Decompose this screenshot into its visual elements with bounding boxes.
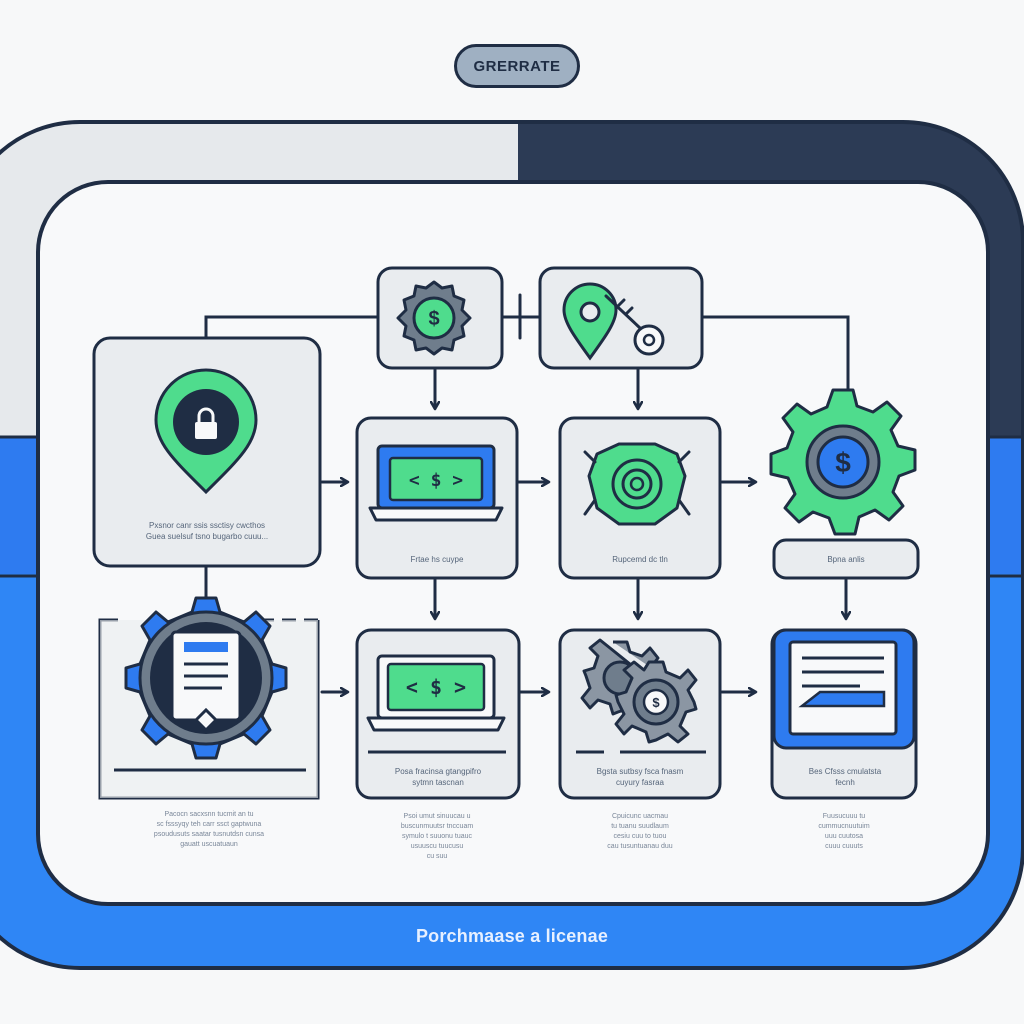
big-dollar-gear-caption: Bpna anlis <box>827 555 865 564</box>
step-location-key[interactable] <box>538 266 704 370</box>
license-document-icon <box>772 628 916 750</box>
connectors <box>206 293 848 692</box>
footer-title: Porchmaase a licenae <box>415 926 609 946</box>
document-gear-icon <box>124 596 288 760</box>
laptop-payment-2-caption: Posa fracinsa gtangpifro sytmn tascnan <box>394 767 482 787</box>
big-dollar-gear-label-box <box>772 538 920 580</box>
location-lock-caption: Pxsnor canr ssis ssctisy cwcthos Guea su… <box>145 521 269 541</box>
license-doc-caption: Bes Cfsss cmulatsta fecnh <box>808 767 882 787</box>
dollar-gear-icon: $ <box>396 280 472 356</box>
generate-button[interactable]: GRERRATE <box>454 44 580 88</box>
gears-icon: $ <box>580 638 698 744</box>
outer-frame-border <box>0 120 1024 970</box>
svg-text:< $ >: < $ > <box>406 675 466 699</box>
step-big-dollar-gear[interactable]: $ <box>769 388 920 580</box>
column-2-description: Psoi umut sinuucau u buscunmuutsr tnccua… <box>400 813 474 860</box>
location-key-icon <box>562 282 665 361</box>
svg-text:$: $ <box>835 447 851 478</box>
laptop-dollar-icon: < $ > <box>368 444 504 522</box>
step-double-gears[interactable]: $ <box>558 628 722 800</box>
step-document-gear[interactable] <box>98 596 320 800</box>
column-1-description: Pacocn sacxsnn tucmit an tu sc fsssyqy t… <box>153 811 265 848</box>
svg-text:< $ >: < $ > <box>409 470 463 491</box>
step-seal-badge[interactable] <box>558 416 722 580</box>
seal-badge-caption: Rupcemd dc tln <box>612 555 668 564</box>
step-license-doc[interactable] <box>770 628 918 800</box>
lock-location-pin-icon <box>154 368 258 495</box>
dollar-gear-icon: $ <box>769 388 917 536</box>
column-4-description: Fuusucuuu tu cummucnuutuim uuu cuutosa c… <box>818 813 870 850</box>
step-laptop-payment[interactable]: < $ > <box>355 416 519 580</box>
column-3-description: Cpuicunc uacmau tu tuanu suudlaum cesiu … <box>607 813 673 850</box>
step-money-gear-top[interactable]: $ <box>376 266 504 370</box>
laptop-dollar-icon: < $ > <box>366 654 506 732</box>
step-location-lock[interactable] <box>92 336 322 568</box>
badge-seal-icon <box>583 442 691 526</box>
laptop-payment-caption: Frtae hs cuype <box>410 555 464 564</box>
step-laptop-payment-2[interactable]: < $ > <box>355 628 521 800</box>
svg-text:$: $ <box>652 695 660 710</box>
double-gears-caption: Bgsta sutbsy fsca fnasm cuyury fasraa <box>596 767 684 787</box>
svg-text:$: $ <box>428 308 439 330</box>
